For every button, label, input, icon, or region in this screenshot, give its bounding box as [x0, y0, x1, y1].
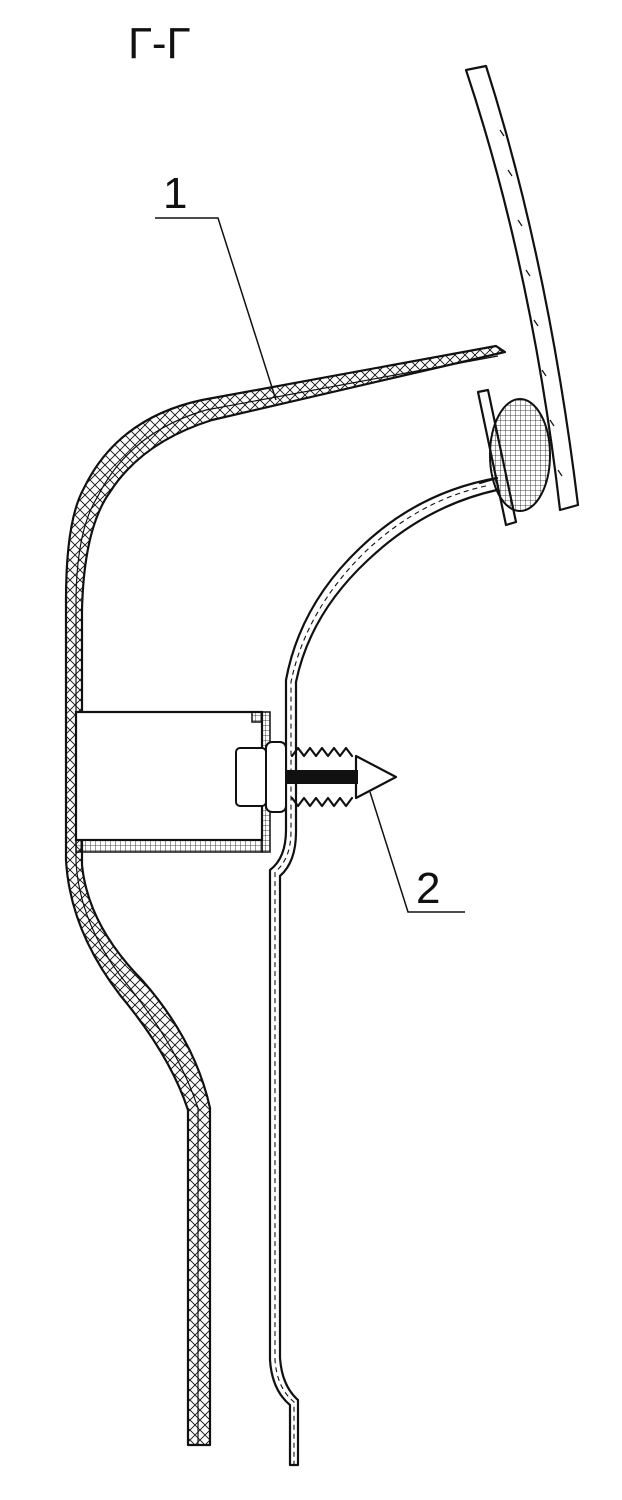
- section-title: Г-Г: [128, 19, 190, 68]
- callout-2: 2: [369, 791, 465, 913]
- body-panel: [268, 476, 499, 1467]
- seal: [489, 398, 551, 512]
- inner-flange: [476, 388, 518, 527]
- callout-1: 1: [155, 169, 277, 401]
- glass-panel: [464, 64, 580, 512]
- fastener-clip: [235, 741, 398, 813]
- callout-1-label: 1: [163, 169, 187, 218]
- callout-2-label: 2: [416, 864, 440, 913]
